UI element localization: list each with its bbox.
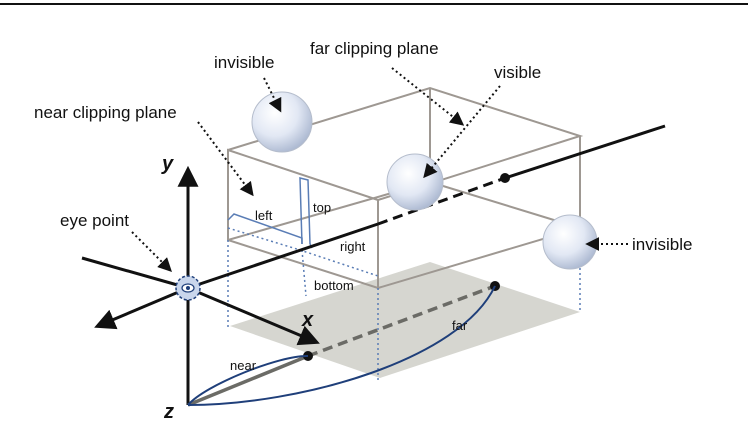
label-far: far bbox=[452, 318, 468, 333]
label-visible: visible bbox=[494, 63, 541, 82]
label-invisible-top: invisible bbox=[214, 53, 274, 72]
label-axis-y: y bbox=[161, 153, 174, 175]
eye-icon bbox=[175, 275, 201, 301]
label-left: left bbox=[255, 208, 273, 223]
sphere-invisible-top bbox=[251, 91, 313, 153]
label-near-clipping-plane: near clipping plane bbox=[34, 103, 177, 122]
invisible-top-pointer bbox=[263, 77, 282, 113]
far-point-marker bbox=[500, 173, 510, 183]
far-curve bbox=[187, 285, 496, 406]
projection-lines bbox=[227, 228, 581, 380]
far-distance-dashed bbox=[307, 284, 496, 358]
view-axis-front bbox=[504, 124, 666, 180]
near-curve bbox=[187, 354, 309, 406]
label-axis-z: z bbox=[163, 401, 174, 423]
label-bottom: bottom bbox=[314, 278, 354, 293]
near-distance-line bbox=[187, 354, 309, 407]
label-eye-point: eye point bbox=[60, 211, 129, 230]
visible-pointer bbox=[423, 85, 501, 179]
label-invisible-right: invisible bbox=[632, 235, 692, 254]
label-right: right bbox=[340, 239, 366, 254]
label-top: top bbox=[313, 200, 331, 215]
sphere-invisible-right bbox=[542, 214, 598, 270]
x-axis bbox=[187, 286, 320, 346]
view-axis-dashed bbox=[377, 176, 506, 226]
label-near: near bbox=[230, 358, 257, 373]
near-plane-pointer bbox=[197, 121, 254, 197]
view-axis-back bbox=[81, 256, 189, 290]
label-far-clipping-plane: far clipping plane bbox=[310, 39, 439, 58]
label-axis-x: x bbox=[301, 309, 314, 331]
sphere-visible bbox=[386, 153, 444, 211]
eye-point-pointer bbox=[131, 231, 172, 272]
view-axis-inside bbox=[187, 222, 379, 290]
z-axis-dir bbox=[94, 286, 189, 330]
